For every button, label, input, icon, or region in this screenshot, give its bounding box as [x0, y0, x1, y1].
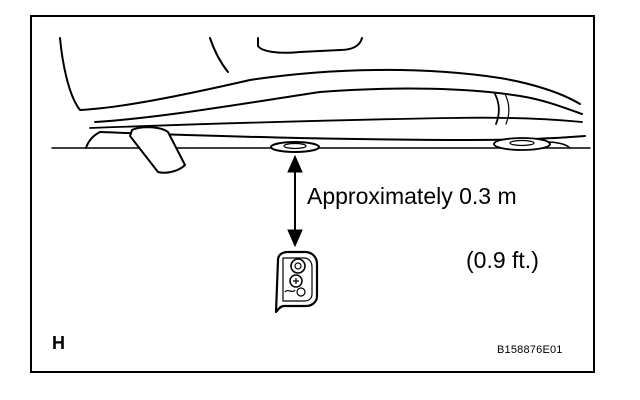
roof-opening — [257, 37, 363, 54]
rocker-top-line — [89, 116, 583, 129]
vehicle-side-underbody — [51, 37, 591, 174]
distance-label: Approximately 0.3 m — [307, 183, 517, 209]
panel-letter: H — [52, 333, 65, 353]
figure-code: B158876E01 — [497, 344, 563, 356]
door-upper-line — [59, 37, 581, 111]
illustration-frame — [30, 15, 595, 373]
rear-underbody-part — [493, 137, 551, 151]
smart-key-icon — [274, 250, 319, 314]
rear-panel-line-2 — [504, 93, 510, 125]
sill-front — [85, 131, 101, 149]
distance-label-feet: (0.9 ft.) — [466, 247, 539, 273]
underbody-antenna — [270, 141, 320, 153]
mudflap — [129, 126, 186, 174]
door-lower-line — [94, 87, 583, 123]
pillar-line — [209, 37, 229, 73]
double-headed-arrow — [287, 154, 303, 248]
rear-panel-line — [494, 93, 500, 125]
sill-bottom — [99, 131, 586, 141]
